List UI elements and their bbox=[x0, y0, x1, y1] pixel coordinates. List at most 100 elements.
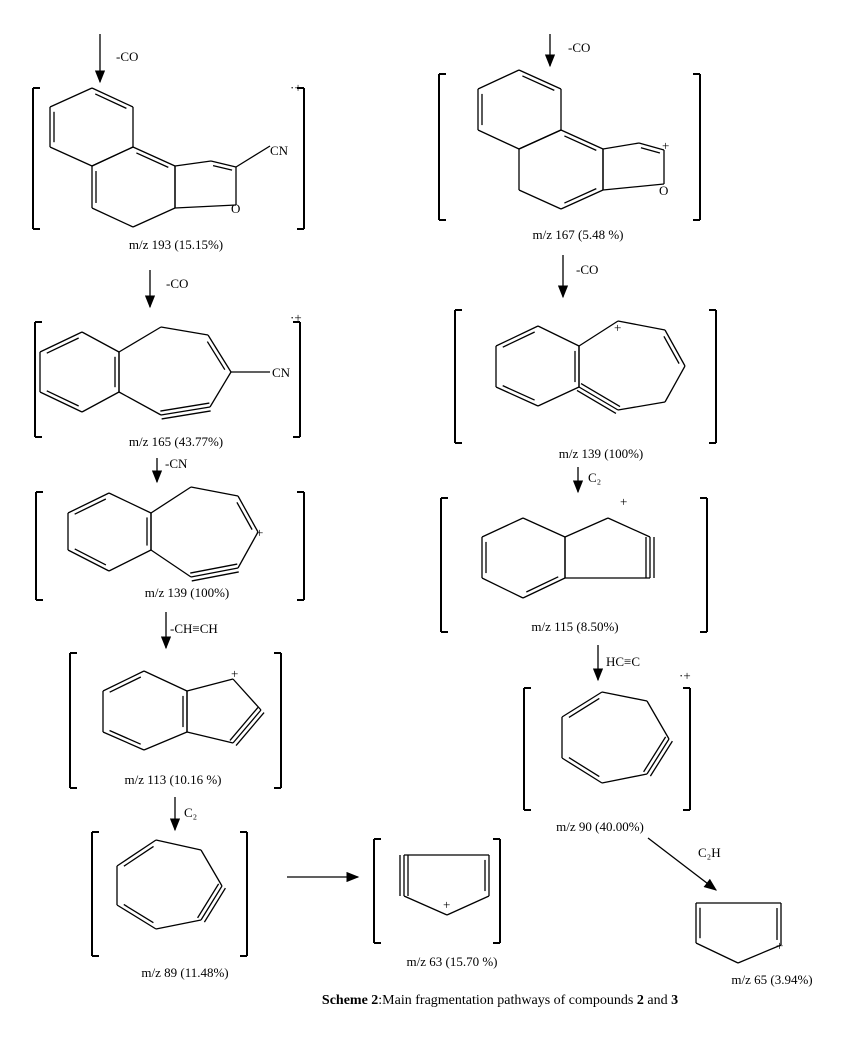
single-bond bbox=[522, 577, 566, 599]
single-bond bbox=[518, 129, 562, 150]
single-bond bbox=[537, 325, 580, 347]
single-bond bbox=[518, 189, 562, 210]
single-bond bbox=[116, 839, 157, 867]
charge-plus-65: + bbox=[776, 938, 783, 953]
single-bond bbox=[155, 919, 202, 930]
single-bond bbox=[174, 160, 212, 167]
arrow-label-co-4: -CO bbox=[576, 262, 598, 277]
single-bond bbox=[132, 207, 176, 228]
double-bond-line bbox=[123, 903, 154, 924]
fragment-label-90: m/z 90 (40.00%) bbox=[556, 819, 644, 834]
triple-bond-line bbox=[197, 883, 220, 919]
single-bond bbox=[67, 549, 110, 572]
single-bond bbox=[695, 942, 739, 964]
double-bond-line bbox=[46, 337, 79, 354]
single-bond bbox=[664, 329, 686, 367]
radical-cation-1: ·+ bbox=[290, 80, 302, 95]
fragment-label-113: m/z 113 (10.16 %) bbox=[125, 772, 222, 787]
single-bond bbox=[116, 904, 157, 930]
single-bond bbox=[155, 839, 202, 851]
single-bond bbox=[601, 691, 648, 702]
charge-plus-167: + bbox=[662, 138, 669, 153]
fragment-label-63: m/z 63 (15.70 %) bbox=[407, 954, 498, 969]
double-bond-line bbox=[502, 385, 535, 401]
single-bond bbox=[737, 944, 782, 964]
single-bond bbox=[150, 486, 192, 514]
triple-bond-line bbox=[229, 706, 259, 741]
single-bond bbox=[102, 731, 145, 751]
single-bond bbox=[617, 320, 666, 331]
radical-cation-90: ·+ bbox=[679, 668, 691, 683]
triple-bond-line bbox=[649, 740, 673, 777]
triple-bond-line bbox=[191, 571, 239, 582]
caption-and: and bbox=[644, 993, 671, 1008]
single-bond bbox=[190, 486, 239, 497]
single-bond bbox=[495, 325, 539, 347]
fragment-label-65: m/z 65 (3.94%) bbox=[731, 972, 812, 987]
atom-cn-2: CN bbox=[272, 365, 291, 380]
single-bond bbox=[403, 895, 448, 916]
single-bond bbox=[560, 189, 604, 210]
single-bond bbox=[578, 386, 619, 411]
double-bond-line bbox=[564, 135, 597, 151]
single-bond bbox=[118, 326, 162, 353]
single-bond bbox=[118, 391, 162, 416]
single-bond bbox=[495, 386, 539, 407]
single-bond bbox=[617, 401, 666, 411]
caption-compound-2: 3 bbox=[671, 993, 678, 1008]
charge-plus-63: + bbox=[443, 897, 450, 912]
arrow-label-co-3: -CO bbox=[166, 276, 188, 291]
single-bond bbox=[81, 331, 120, 353]
double-bond-line bbox=[136, 152, 169, 168]
fragment-label-115: m/z 115 (8.50%) bbox=[531, 619, 618, 634]
caption-text: :Main fragmentation pathways of compound… bbox=[378, 993, 637, 1008]
single-bond bbox=[67, 492, 110, 514]
arrow-label-ethynyl: HC≡C bbox=[606, 654, 640, 669]
double-bond-line bbox=[206, 341, 226, 371]
single-bond bbox=[446, 895, 490, 916]
single-bond bbox=[232, 709, 262, 744]
single-bond bbox=[601, 773, 648, 784]
double-bond-line bbox=[74, 498, 107, 515]
charge-plus-115: + bbox=[620, 494, 627, 509]
triple-bond-line bbox=[235, 712, 265, 747]
arrow-label-co-1: -CO bbox=[116, 49, 138, 64]
single-bond bbox=[39, 391, 83, 413]
single-bond bbox=[481, 517, 524, 538]
single-bond bbox=[190, 567, 239, 578]
single-bond bbox=[49, 146, 93, 167]
single-bond bbox=[210, 160, 237, 168]
charge-plus-139l: + bbox=[256, 525, 263, 540]
single-bond bbox=[102, 670, 145, 692]
arrow-label-cn: -CN bbox=[165, 456, 188, 471]
double-bond-line bbox=[109, 676, 142, 693]
single-bond bbox=[108, 549, 152, 572]
bonds bbox=[39, 69, 782, 964]
single-bond bbox=[160, 326, 209, 336]
radical-cation-165: ·+ bbox=[290, 310, 302, 325]
fragment-label-193: m/z 193 (15.15%) bbox=[129, 237, 223, 252]
charge-plus-139r: + bbox=[614, 320, 621, 335]
triple-bond-line bbox=[580, 382, 621, 408]
single-bond bbox=[664, 365, 686, 403]
double-bond-line bbox=[236, 501, 253, 530]
single-bond bbox=[646, 738, 670, 775]
fragment-label-139-right: m/z 139 (100%) bbox=[559, 446, 643, 461]
single-bond bbox=[132, 146, 176, 167]
double-bond-line bbox=[212, 164, 233, 171]
single-bond bbox=[522, 517, 566, 538]
double-bond-line bbox=[568, 757, 600, 778]
single-bond bbox=[207, 334, 232, 373]
single-bond bbox=[646, 700, 670, 740]
double-bond-line bbox=[94, 93, 127, 109]
single-bond bbox=[607, 517, 651, 538]
double-bond-line bbox=[522, 75, 555, 91]
arrow-label-acetylene: -CH≡CH bbox=[170, 621, 218, 636]
single-bond bbox=[200, 849, 223, 887]
arrows bbox=[94, 34, 718, 891]
single-bond bbox=[150, 549, 192, 578]
double-bond-line bbox=[640, 147, 661, 154]
triple-bond-line bbox=[190, 563, 238, 574]
double-bond-line bbox=[46, 390, 79, 407]
caption-prefix: Scheme 2 bbox=[322, 993, 378, 1008]
